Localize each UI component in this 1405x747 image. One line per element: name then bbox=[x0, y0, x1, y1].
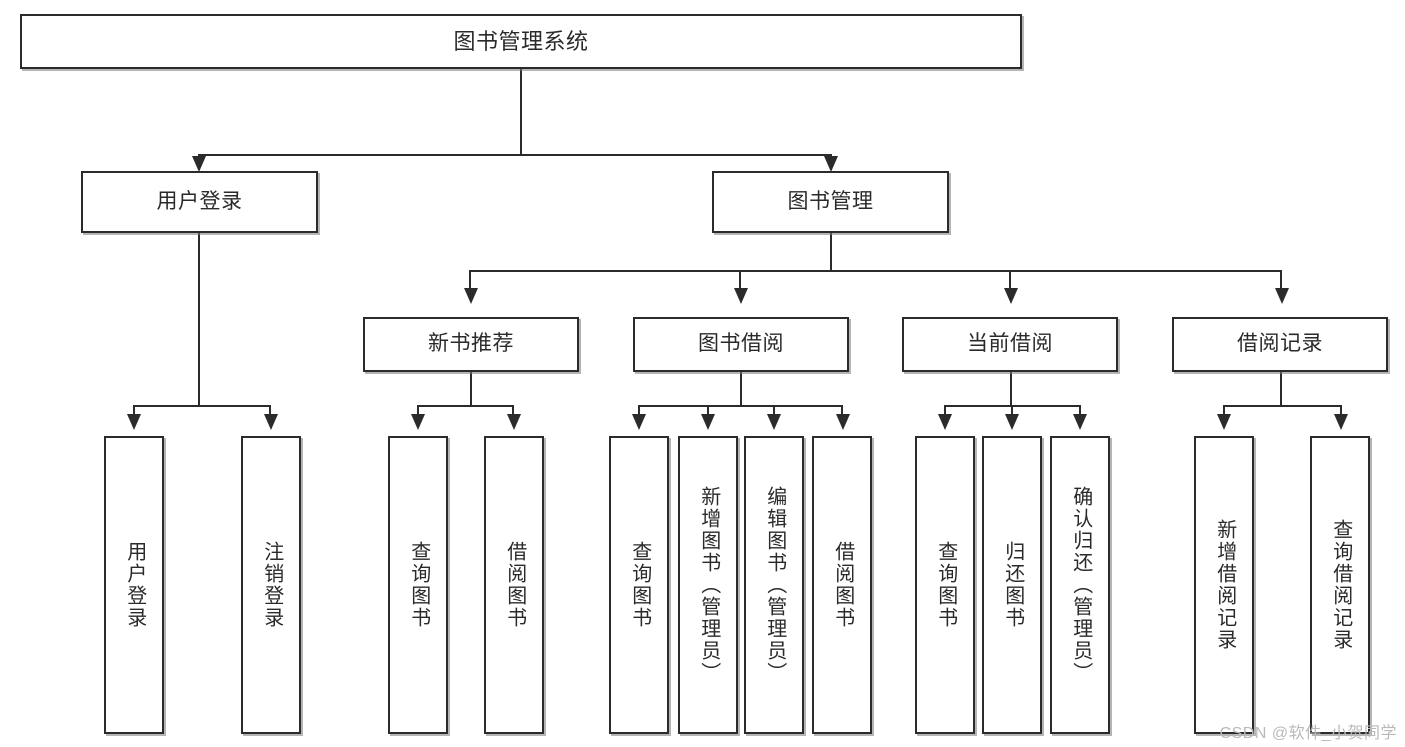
node-user-login[interactable]: 用户登录 bbox=[81, 171, 318, 233]
connector-current-drop-2 bbox=[1011, 405, 1013, 417]
node-label: 图书借阅 bbox=[698, 332, 784, 356]
connector-book-manage-bus bbox=[469, 270, 1282, 272]
node-book-manage[interactable]: 图书管理 bbox=[712, 171, 949, 233]
arrow-to-leaf-user-login bbox=[127, 414, 141, 430]
node-label: 确认归还（管理员） bbox=[1069, 486, 1092, 684]
connector-recommend-bus bbox=[417, 405, 514, 407]
arrow-to-borrow-record bbox=[1275, 288, 1289, 304]
arrow-to-book-manage bbox=[824, 156, 838, 172]
node-label: 查询图书 bbox=[934, 541, 957, 629]
arrow-to-leaf-return-book bbox=[1005, 414, 1019, 430]
connector-borrow-drop-2 bbox=[707, 405, 709, 417]
arrow-to-leaf-query-record bbox=[1334, 414, 1348, 430]
node-new-book-recommend[interactable]: 新书推荐 bbox=[363, 317, 579, 372]
node-label: 借阅图书 bbox=[503, 541, 526, 629]
node-label: 新增借阅记录 bbox=[1213, 519, 1236, 651]
connector-book-manage-stem bbox=[830, 233, 832, 270]
node-label: 新增图书（管理员） bbox=[697, 486, 720, 684]
node-book-borrow[interactable]: 图书借阅 bbox=[633, 317, 849, 372]
arrow-to-leaf-add-record bbox=[1217, 414, 1231, 430]
connector-borrow-drop-4 bbox=[841, 405, 843, 417]
connector-user-login-stem bbox=[198, 233, 200, 405]
node-leaf-add-book[interactable]: 新增图书（管理员） bbox=[678, 436, 738, 734]
arrow-to-new-book-recommend bbox=[464, 288, 478, 304]
node-leaf-user-login[interactable]: 用户登录 bbox=[104, 436, 164, 734]
connector-bm-drop-2 bbox=[739, 270, 741, 290]
connector-borrow-stem bbox=[740, 372, 742, 405]
connector-record-drop-2 bbox=[1340, 405, 1342, 417]
node-label: 注销登录 bbox=[260, 541, 283, 629]
node-leaf-query-book-1[interactable]: 查询图书 bbox=[388, 436, 448, 734]
connector-current-drop-3 bbox=[1079, 405, 1081, 417]
connector-bm-drop-1 bbox=[469, 270, 471, 290]
connector-record-drop-1 bbox=[1223, 405, 1225, 417]
connector-record-stem bbox=[1280, 372, 1282, 405]
connector-root-stem bbox=[520, 69, 522, 154]
node-leaf-user-logout[interactable]: 注销登录 bbox=[241, 436, 301, 734]
arrow-to-leaf-query-book-1 bbox=[411, 414, 425, 430]
node-leaf-return-book[interactable]: 归还图书 bbox=[982, 436, 1042, 734]
connector-recommend-stem bbox=[470, 372, 472, 405]
connector-borrow-bus bbox=[638, 405, 842, 407]
connector-user-login-bus-l bbox=[133, 405, 135, 417]
node-leaf-borrow-book-1[interactable]: 借阅图书 bbox=[484, 436, 544, 734]
node-leaf-borrow-book-2[interactable]: 借阅图书 bbox=[812, 436, 872, 734]
node-label: 查询借阅记录 bbox=[1329, 519, 1352, 651]
connector-recommend-bus-r bbox=[512, 405, 514, 417]
arrow-to-book-borrow bbox=[734, 288, 748, 304]
connector-user-login-bus bbox=[133, 405, 271, 407]
node-root-system[interactable]: 图书管理系统 bbox=[20, 14, 1022, 69]
node-leaf-confirm-return[interactable]: 确认归还（管理员） bbox=[1050, 436, 1110, 734]
connector-current-stem bbox=[1010, 372, 1012, 405]
node-label: 图书管理系统 bbox=[453, 28, 589, 54]
node-leaf-query-book-2[interactable]: 查询图书 bbox=[609, 436, 669, 734]
connector-user-login-bus-r bbox=[269, 405, 271, 417]
node-label: 当前借阅 bbox=[967, 332, 1053, 356]
arrow-to-leaf-borrow-book-1 bbox=[507, 414, 521, 430]
node-label: 图书管理 bbox=[787, 189, 874, 213]
node-label: 查询图书 bbox=[407, 541, 430, 629]
node-leaf-query-record[interactable]: 查询借阅记录 bbox=[1310, 436, 1370, 734]
connector-root-bus bbox=[198, 154, 832, 156]
arrow-to-user-login bbox=[192, 156, 206, 172]
node-label: 用户登录 bbox=[156, 189, 243, 213]
connector-borrow-drop-1 bbox=[638, 405, 640, 417]
node-label: 查询图书 bbox=[628, 541, 651, 629]
arrow-to-current-borrow bbox=[1004, 288, 1018, 304]
arrow-to-leaf-add-book bbox=[701, 414, 715, 430]
node-label: 新书推荐 bbox=[428, 332, 514, 356]
node-current-borrow[interactable]: 当前借阅 bbox=[902, 317, 1118, 372]
connector-current-drop-1 bbox=[944, 405, 946, 417]
connector-recommend-bus-l bbox=[417, 405, 419, 417]
arrow-to-leaf-confirm-return bbox=[1073, 414, 1087, 430]
connector-record-bus bbox=[1223, 405, 1341, 407]
watermark-text: CSDN @软件_小贺同学 bbox=[1219, 725, 1397, 742]
arrow-to-leaf-borrow-book-2 bbox=[836, 414, 850, 430]
arrow-to-leaf-user-logout bbox=[264, 414, 278, 430]
node-borrow-record[interactable]: 借阅记录 bbox=[1172, 317, 1388, 372]
node-label: 借阅图书 bbox=[831, 541, 854, 629]
arrow-to-leaf-query-book-3 bbox=[938, 414, 952, 430]
connector-bm-drop-3 bbox=[1009, 270, 1011, 290]
arrow-to-leaf-query-book-2 bbox=[632, 414, 646, 430]
connector-bm-drop-4 bbox=[1280, 270, 1282, 290]
node-label: 用户登录 bbox=[123, 541, 146, 629]
connector-borrow-drop-3 bbox=[773, 405, 775, 417]
node-label: 借阅记录 bbox=[1237, 332, 1323, 356]
node-label: 编辑图书（管理员） bbox=[763, 486, 786, 684]
arrow-to-leaf-edit-book bbox=[767, 414, 781, 430]
node-label: 归还图书 bbox=[1001, 541, 1024, 629]
node-leaf-add-record[interactable]: 新增借阅记录 bbox=[1194, 436, 1254, 734]
node-leaf-query-book-3[interactable]: 查询图书 bbox=[915, 436, 975, 734]
node-leaf-edit-book[interactable]: 编辑图书（管理员） bbox=[744, 436, 804, 734]
